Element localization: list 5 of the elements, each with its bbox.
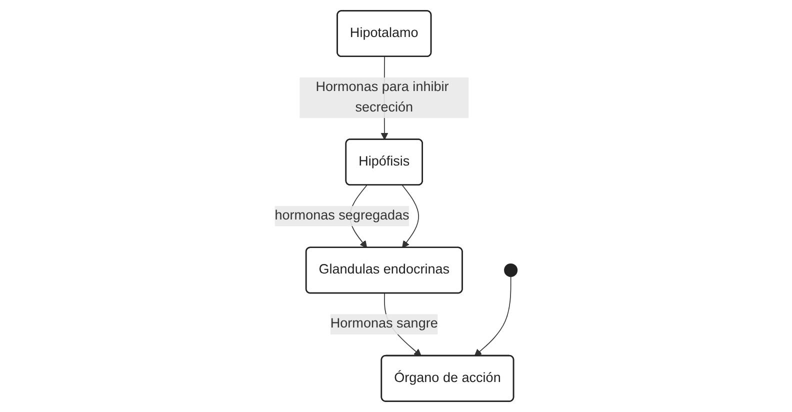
edge-label: Hormonas para inhibir secreción [316,80,449,115]
edge-label: Hormonas sangre [330,316,438,332]
arrow [474,276,512,356]
arrow [402,184,420,248]
edge-label: hormonas segregadas [274,208,410,223]
